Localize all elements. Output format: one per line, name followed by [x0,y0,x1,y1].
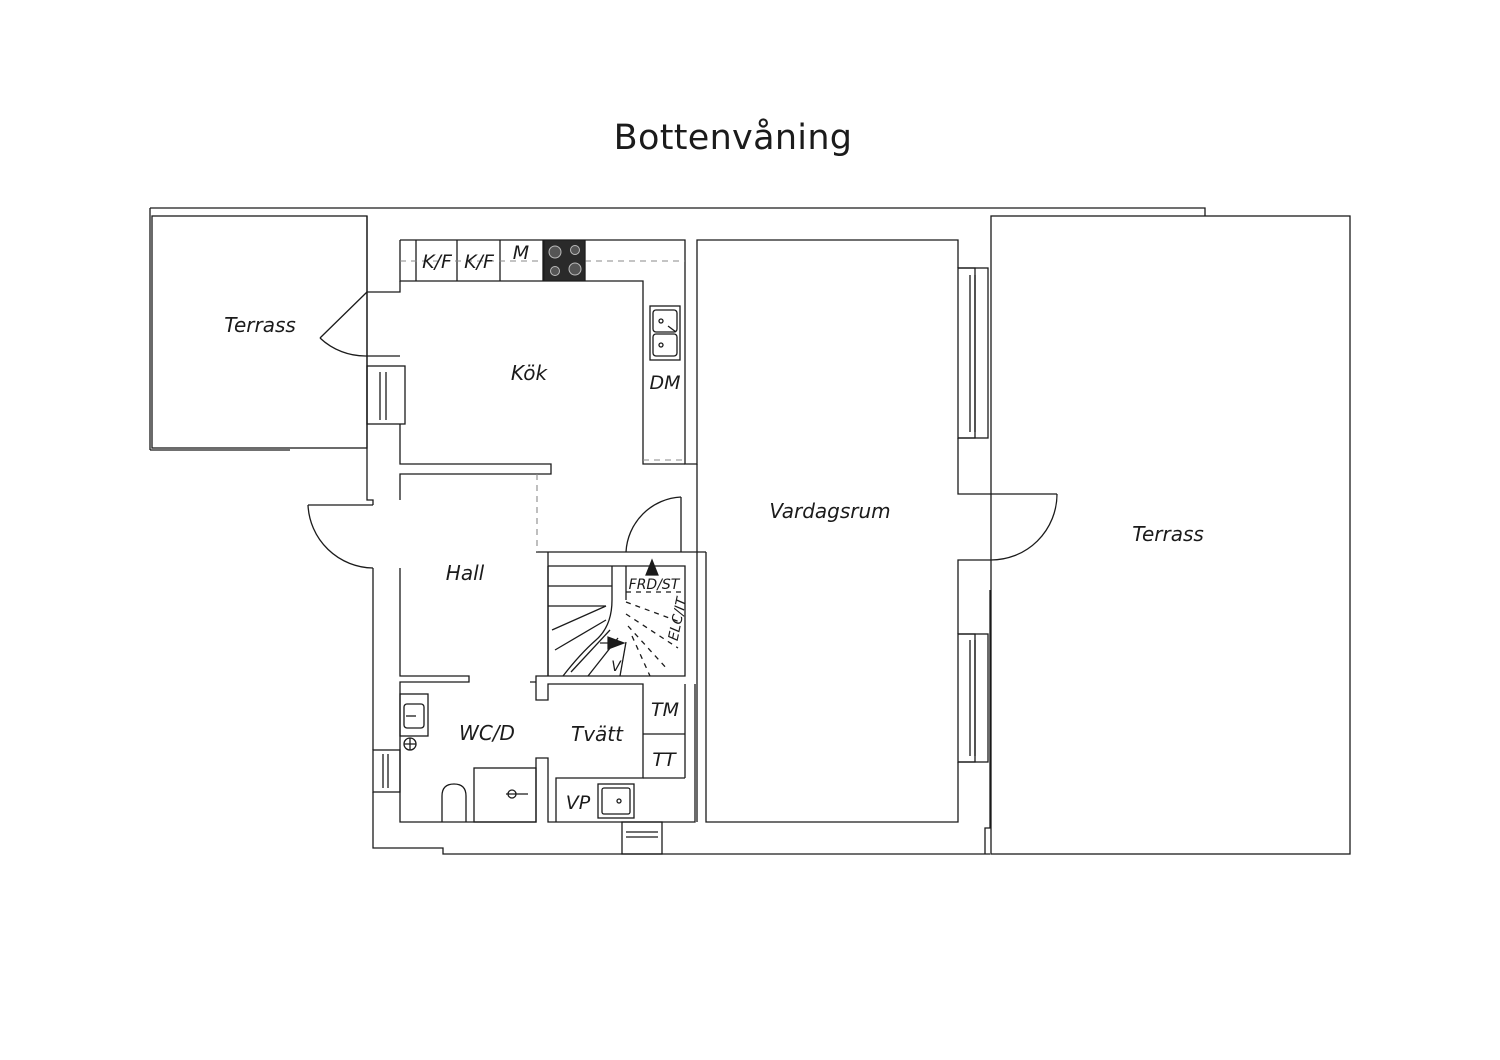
label-terrace-right: Terrass [1132,522,1204,546]
dashed-lines [400,260,685,552]
wc-shower [473,767,537,823]
window-living-bottom [957,633,989,763]
label-microwave: M [513,242,529,264]
page-title: Bottenvåning [613,118,853,158]
window-laundry [621,821,663,855]
kitchen-sink [649,305,681,361]
label-laundry: Tvätt [571,722,624,746]
window-wc [372,749,401,793]
label-hall: Hall [446,561,485,585]
label-dishwasher: DM [649,372,680,394]
wc-heater [403,737,417,751]
label-wc-shower: WC/D [459,721,515,745]
label-stair-up: FRD/ST [629,577,681,593]
staircase-dashed-treads [625,591,685,677]
label-fridge-freezer-1: K/F [422,251,453,273]
label-water-heater: VP [566,792,591,814]
label-fridge-freezer-2: K/F [464,251,495,273]
window-living-top [957,267,989,439]
label-electrical: ELC/IT [666,595,691,643]
label-washing-machine: TM [651,699,679,721]
label-living-room: Vardagsrum [769,499,890,523]
label-kitchen: Kök [511,361,549,385]
door-terrace-right [989,493,1058,561]
label-tumble-dryer: TT [652,749,677,771]
laundry-sink [597,783,635,819]
exterior-wall [366,216,991,855]
door-storage [625,496,682,553]
label-stair-down: V [611,659,622,675]
wc-washbasin [399,693,429,737]
staircase [547,566,627,677]
wc-toilet [441,783,467,822]
window-kitchen-left [366,365,406,425]
laundry-units [643,684,686,779]
door-entrance [307,504,374,569]
cooktop [543,239,586,282]
label-terrace-left: Terrass [224,313,296,337]
roof-outline [150,207,1206,216]
stair-arrows [600,558,659,650]
door-terrace-left [319,291,368,357]
terrace-right-outline [990,215,1351,855]
